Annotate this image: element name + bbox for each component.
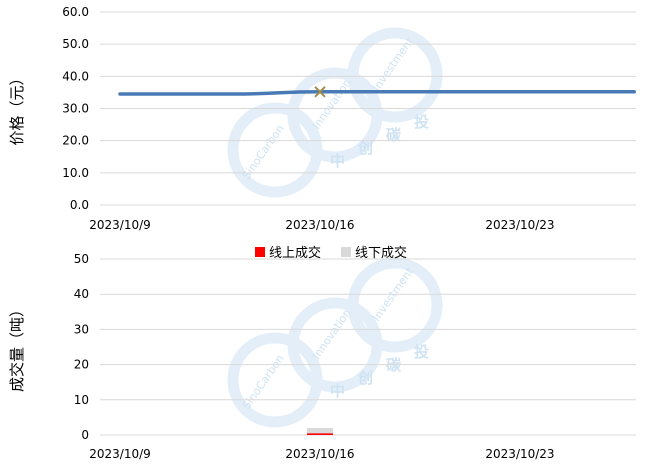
volume-chart: 0 10 20 30 40 50 2023/10/9 2023/10/16 2023/10/23… [8,245,636,461]
y-tick-label: 50.0 [62,37,89,51]
bar-offline [307,427,333,434]
watermark-ring [347,257,443,353]
y-axis-label: 成交量（吨） [8,302,26,392]
watermark-cn-char: 创 [357,139,373,157]
y-tick-label: 30 [74,322,89,336]
price-marker [314,86,326,98]
y-tick-label: 50 [74,252,89,266]
watermark-tagline: Innovation [310,77,354,132]
y-tick-label: 60.0 [62,5,89,19]
watermark-cn-char: 碳 [386,126,402,144]
legend-swatch [255,247,265,257]
watermark-cn-char: 中 [330,382,345,400]
y-tick-label: 10.0 [62,166,89,180]
y-tick-label: 40 [74,287,89,301]
y-tick-label: 20.0 [62,134,89,148]
y-tick-label: 20 [74,358,89,372]
y-tick-label: 0 [81,428,89,442]
watermark-cn-char: 投 [414,343,429,361]
x-tick-label: 2023/10/16 [285,218,354,232]
x-tick-label: 2023/10/23 [485,447,554,461]
watermark-cn-char: 创 [357,369,373,387]
y-tick-label: 40.0 [62,69,89,83]
legend-swatch [341,247,351,257]
watermark-ring [347,27,443,123]
watermark-brand: SinoCarbon [240,352,287,411]
y-tick-label: 10 [74,393,89,407]
x-tick-label: 2023/10/16 [285,447,354,461]
y-axis-label: 价格（元） [8,70,26,145]
watermark-tagline: Innovation [310,307,354,362]
x-tick-label: 2023/10/23 [485,218,554,232]
x-tick-label: 2023/10/9 [89,447,151,461]
price-series-line [118,90,637,96]
bar-online [307,433,333,435]
legend-label: 线上成交 [269,245,321,261]
watermark-cn-char: 投 [414,113,429,131]
x-tick-label: 2023/10/9 [89,218,151,232]
watermark-cn-char: 中 [330,152,345,170]
y-tick-label: 30.0 [62,102,89,116]
watermark-sub: Investment [370,35,417,94]
price-chart: 0.0 10.0 20.0 30.0 40.0 50.0 60.0 2023/10/9 2023… [8,5,637,232]
y-tick-label: 0.0 [70,198,89,212]
legend-label: 线下成交 [355,245,407,261]
